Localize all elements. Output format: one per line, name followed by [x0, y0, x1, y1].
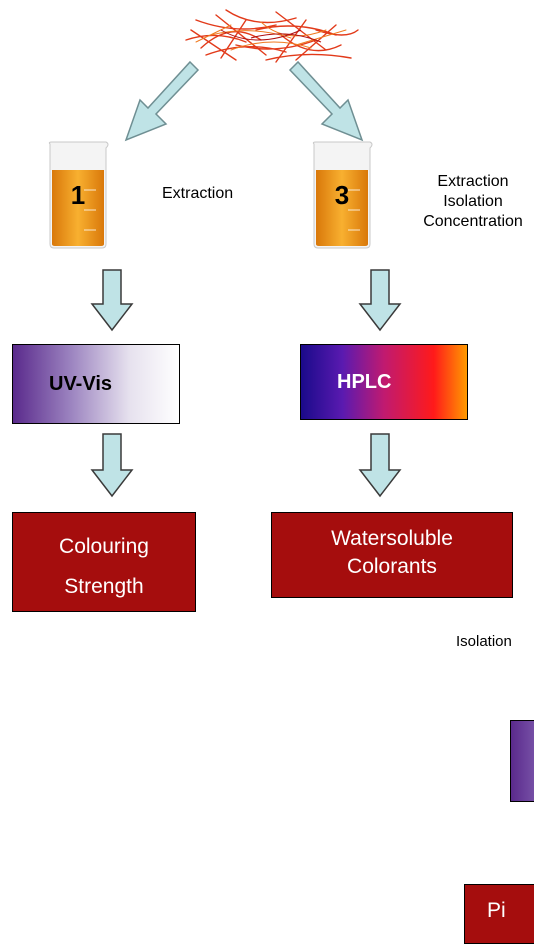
hplc-box: HPLC	[300, 344, 468, 420]
partial-method-box	[510, 720, 534, 802]
watersoluble-colorants-box: Watersoluble Colorants	[271, 512, 513, 598]
beaker-3: 3	[308, 140, 376, 250]
uv-vis-box: UV-Vis	[12, 344, 180, 424]
result-line: Strength	[64, 575, 144, 598]
step-label-concentration: Concentration	[423, 213, 523, 230]
result-line: Colouring	[59, 535, 149, 558]
arrow-to-beaker-1	[124, 60, 200, 142]
step-label-isolation: Isolation	[443, 193, 503, 210]
partial-result-box: Pi	[464, 884, 534, 944]
step-label-extraction: Extraction	[437, 173, 509, 190]
arrow-down-to-watersoluble	[358, 433, 402, 498]
beaker-1: 1	[44, 140, 112, 250]
arrow-down-to-hplc	[358, 269, 402, 332]
result-line: Colorants	[347, 555, 437, 578]
arrow-down-to-colouring	[90, 433, 134, 498]
hplc-label: HPLC	[337, 370, 392, 393]
arrow-to-beaker-3	[288, 60, 364, 142]
beaker-number: 1	[70, 180, 86, 210]
result-line: Pi	[487, 899, 506, 922]
beaker-1-step-label: Extraction	[162, 185, 234, 202]
result-line: Watersoluble	[331, 527, 453, 550]
isolation-label: Isolation	[456, 633, 512, 650]
colouring-strength-box: Colouring Strength	[12, 512, 196, 612]
uv-vis-label: UV-Vis	[49, 372, 112, 395]
beaker-number: 3	[334, 180, 350, 210]
arrow-down-to-uv	[90, 269, 134, 332]
saffron-threads-image	[185, 9, 359, 63]
beaker-3-step-labels: Extraction Isolation Concentration	[412, 172, 534, 232]
